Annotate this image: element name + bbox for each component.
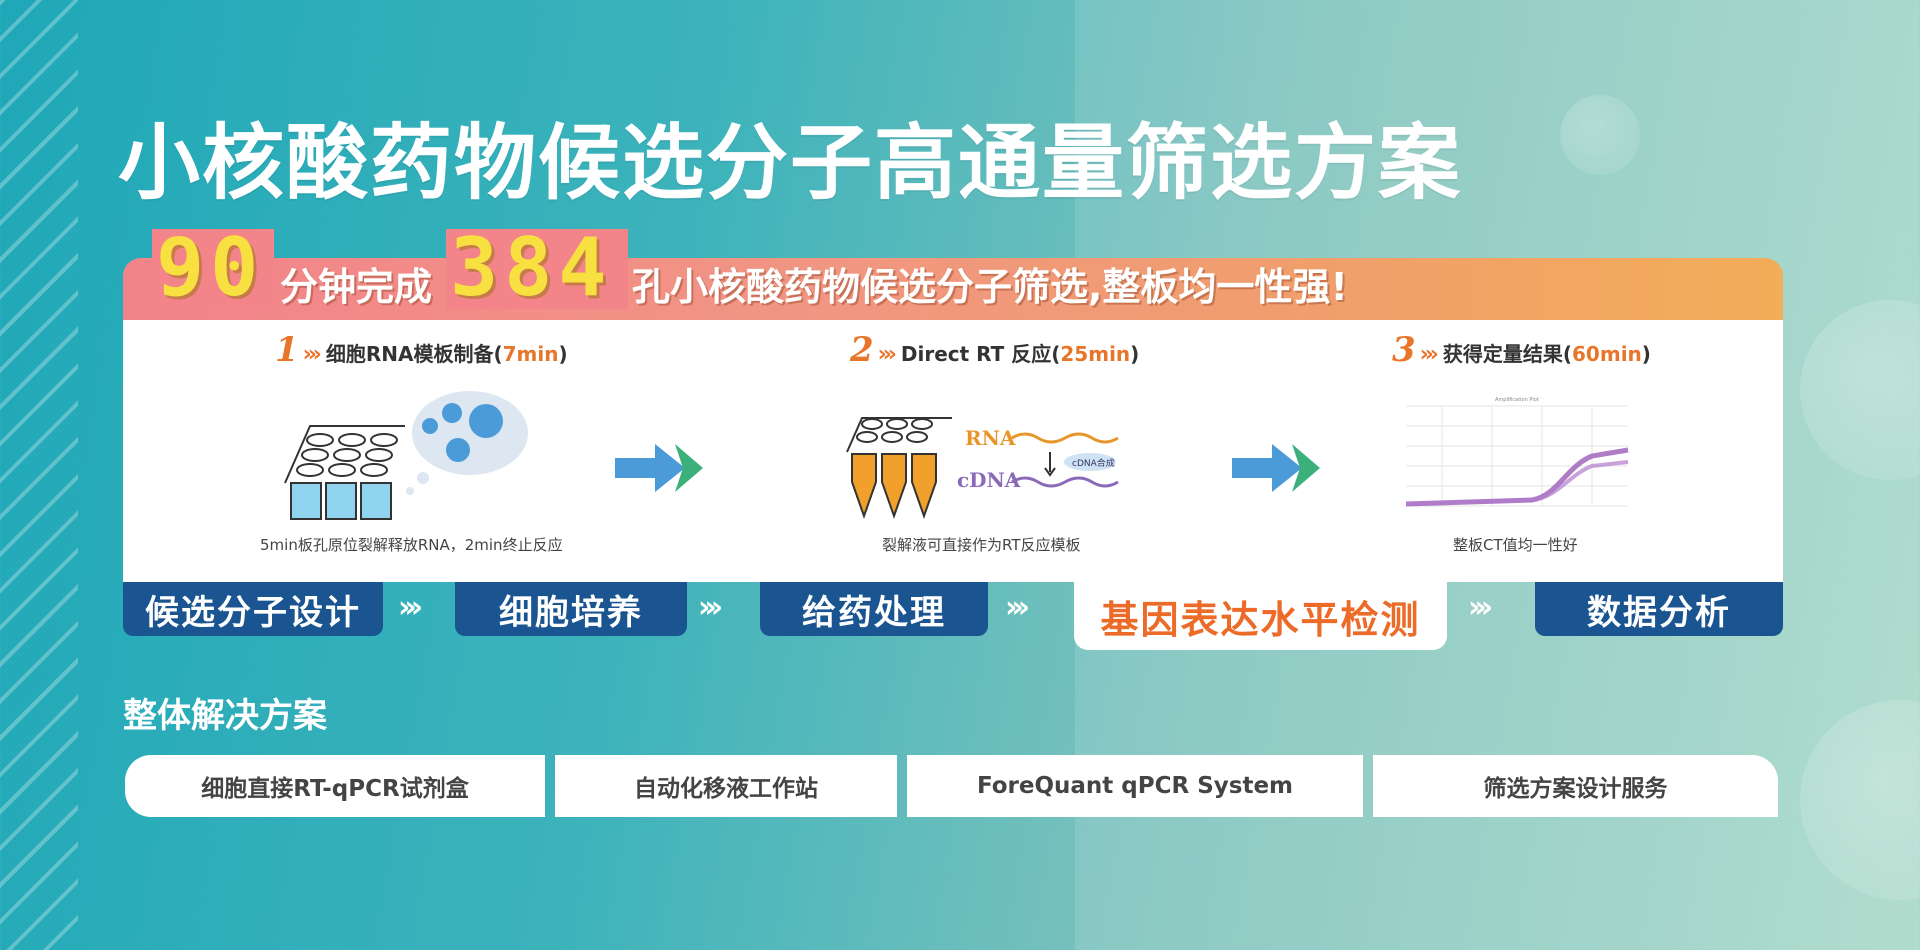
chevron-icon: ››› <box>1468 590 1493 625</box>
chevron-icon: ››› <box>877 342 897 367</box>
headline-text-2: 孔小核酸药物候选分子筛选,整板均一性强! <box>632 265 1348 309</box>
section-title: 整体解决方案 <box>123 696 327 736</box>
step-3-header: 3 ››› 获得定量结果( 60min ) <box>1392 330 1651 370</box>
cdna-label: cDNA <box>957 468 1021 492</box>
chevron-icon: ››› <box>1005 590 1030 625</box>
step-label: 获得定量结果( <box>1442 342 1573 366</box>
step-number: 3 <box>1392 330 1416 370</box>
process-step-data-analysis: 数据分析 <box>1535 582 1783 636</box>
step-3-caption: 整板CT值均一性好 <box>1453 536 1578 554</box>
chevron-icon: ››› <box>1419 342 1439 367</box>
solution-cell-rt-qpcr-kit[interactable]: 细胞直接RT-qPCR试剂盒 <box>125 755 545 817</box>
step-close: ) <box>1641 342 1651 366</box>
solution-forequant-qpcr-system[interactable]: ForeQuant qPCR System <box>907 755 1363 817</box>
step-2-header: 2 ››› Direct RT 反应( 25min ) <box>850 330 1139 370</box>
plot-title: Amplification Plot <box>1495 397 1539 403</box>
step-1-caption: 5min板孔原位裂解释放RNA，2min终止反应 <box>260 536 563 554</box>
rna-strand-icon <box>1011 432 1119 488</box>
process-step-cell-culture: 细胞培养 <box>455 582 687 636</box>
step-time: 7min <box>502 342 559 366</box>
rna-label: RNA <box>965 426 1016 450</box>
step-close: ) <box>1130 342 1140 366</box>
process-step-candidate-design: 候选分子设计 <box>123 582 383 636</box>
flow-arrow-icon <box>1232 444 1320 492</box>
step-label: 细胞RNA模板制备( <box>325 342 503 366</box>
step-time: 60min <box>1572 342 1642 366</box>
step-label: Direct RT 反应( <box>900 342 1061 366</box>
cdna-badge: cDNA合成 <box>1072 459 1115 469</box>
step-number: 1 <box>275 330 299 370</box>
chevron-icon: ››› <box>302 342 322 367</box>
chevron-icon: ››› <box>398 590 423 625</box>
cell-plate-icon <box>284 391 528 520</box>
number-box <box>446 229 628 309</box>
amplification-plot-icon <box>1405 405 1629 507</box>
solution-screening-design-service[interactable]: 筛选方案设计服务 <box>1373 755 1778 817</box>
headline-text-1: 分钟完成 <box>280 265 433 309</box>
solution-liquid-handling-workstation[interactable]: 自动化移液工作站 <box>555 755 897 817</box>
step-time: 25min <box>1060 342 1131 366</box>
flow-arrow-icon <box>615 444 703 492</box>
headline-number-90: 90 <box>156 221 265 314</box>
page-title: 小核酸药物候选分子高通量筛选方案 <box>118 116 1463 211</box>
step-number: 2 <box>850 330 874 370</box>
step-close: ) <box>558 342 568 366</box>
number-box <box>152 229 274 309</box>
workflow-panel <box>123 320 1783 582</box>
headline-banner <box>123 258 1783 320</box>
process-step-gene-expression-detection: 基因表达水平检测 <box>1074 582 1447 650</box>
step-1-header: 1 ››› 细胞RNA模板制备( 7min ) <box>275 330 568 370</box>
background-stripes <box>0 0 78 950</box>
headline-number-384: 384 <box>450 221 613 314</box>
pcr-tubes-icon <box>846 417 952 520</box>
process-step-drug-treatment: 给药处理 <box>760 582 988 636</box>
step-2-caption: 裂解液可直接作为RT反应模板 <box>882 536 1081 554</box>
chevron-icon: ››› <box>698 590 723 625</box>
background-cell-bubble <box>1560 95 1640 175</box>
